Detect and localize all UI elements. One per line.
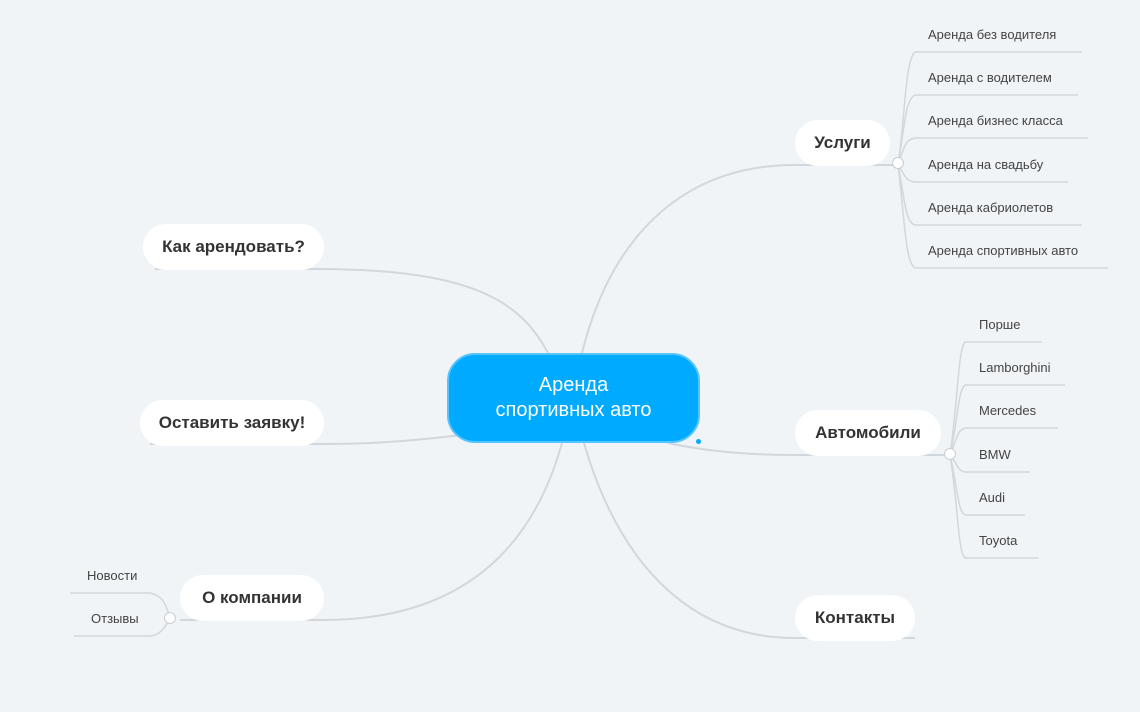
- subtopic-car[interactable]: BMW: [979, 447, 1011, 462]
- topic-cars-label: Автомобили: [815, 423, 921, 442]
- subtopic-car[interactable]: Lamborghini: [979, 360, 1051, 375]
- selection-handle[interactable]: [696, 439, 701, 444]
- topic-leave-request-label: Оставить заявку!: [158, 413, 306, 432]
- subtopic-service[interactable]: Аренда на свадьбу: [928, 157, 1044, 172]
- subtopic-service[interactable]: Аренда бизнес класса: [928, 113, 1063, 128]
- topic-leave-request[interactable]: Оставить заявку!: [140, 400, 324, 446]
- subtopic-service[interactable]: Аренда без водителя: [928, 27, 1057, 42]
- central-topic-line1: Аренда: [538, 374, 609, 396]
- link-about: [322, 442, 563, 621]
- link-leave-request: [322, 433, 471, 445]
- topic-services[interactable]: Услуги: [795, 120, 890, 166]
- topic-cars[interactable]: Автомобили: [795, 410, 941, 456]
- topic-contacts[interactable]: Контакты: [795, 595, 915, 641]
- collapse-toggle-services[interactable]: [892, 157, 904, 169]
- topic-contacts-label: Контакты: [814, 608, 896, 627]
- link-how-to-rent: [322, 268, 549, 354]
- topic-about-label: О компании: [202, 588, 302, 607]
- collapse-toggle-about[interactable]: [164, 612, 176, 624]
- subtopic-car[interactable]: Mercedes: [979, 403, 1037, 418]
- link-cars: [667, 442, 796, 456]
- subtopic-about[interactable]: Отзывы: [91, 611, 139, 626]
- topic-how-to-rent[interactable]: Как арендовать?: [143, 224, 324, 270]
- collapse-toggle-cars[interactable]: [944, 448, 956, 460]
- central-topic-line2: спортивных авто: [495, 399, 652, 421]
- subtopic-service[interactable]: Аренда спортивных авто: [928, 243, 1079, 258]
- subtopic-service[interactable]: Аренда кабриолетов: [928, 200, 1054, 215]
- central-topic[interactable]: Аренда спортивных авто: [447, 353, 701, 444]
- topic-services-label: Услуги: [814, 133, 871, 152]
- subtopic-car[interactable]: Порше: [979, 317, 1021, 332]
- subtopic-car[interactable]: Audi: [979, 490, 1006, 505]
- link-contacts: [583, 442, 796, 639]
- link-services: [581, 164, 796, 354]
- topic-about[interactable]: О компании: [180, 575, 324, 621]
- subtopic-car[interactable]: Toyota: [979, 533, 1018, 548]
- subtopic-about[interactable]: Новости: [87, 568, 138, 583]
- subtopic-service[interactable]: Аренда с водителем: [928, 70, 1052, 85]
- topic-how-to-rent-label: Как арендовать?: [162, 237, 305, 256]
